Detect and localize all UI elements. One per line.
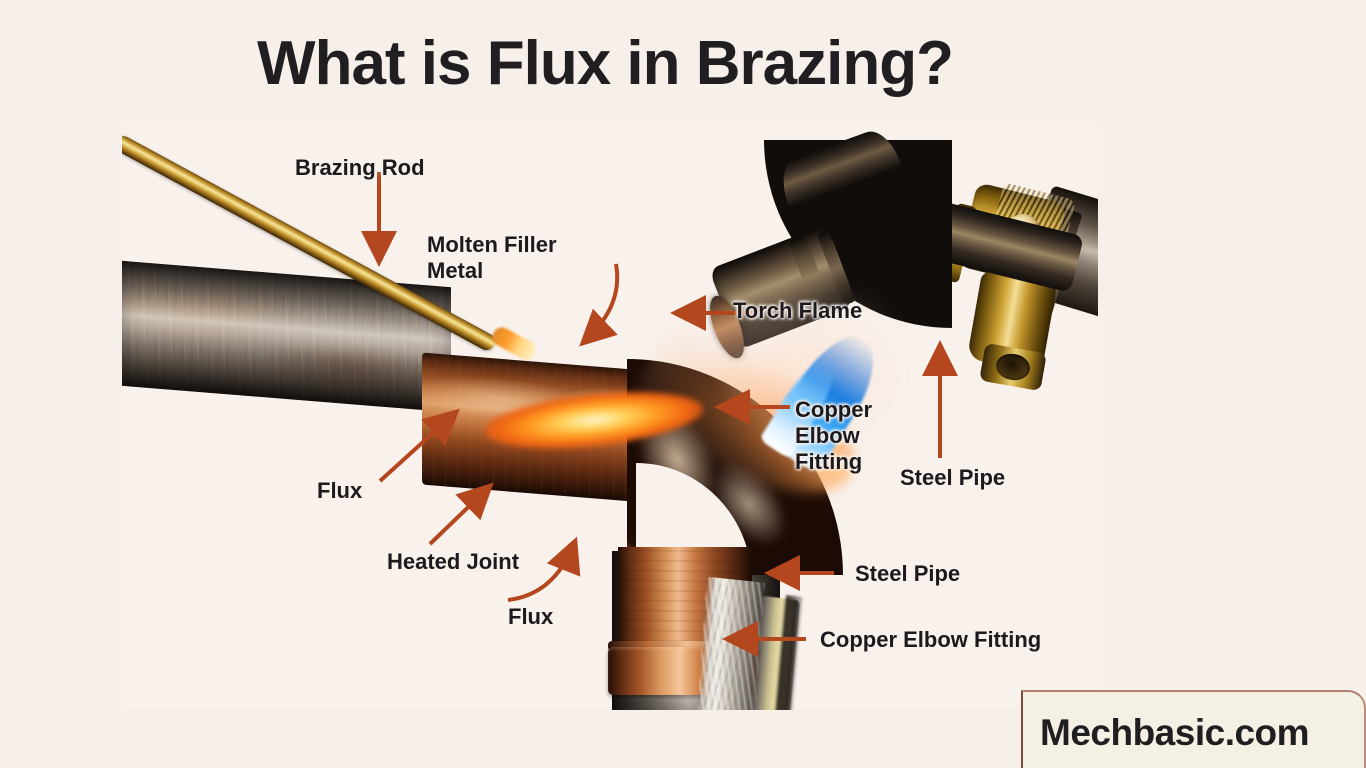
label-molten-filler-metal: Molten Filler Metal <box>427 232 557 283</box>
label-brazing-rod: Brazing Rod <box>295 155 425 180</box>
label-flux-lower: Flux <box>508 604 554 629</box>
label-copper-elbow-bottom: Copper Elbow Fitting <box>820 627 1042 652</box>
label-steel-pipe-top: Steel Pipe <box>900 465 1006 490</box>
label-torch-flame: Torch Flame <box>733 298 863 323</box>
brazing-torch <box>592 126 1098 546</box>
label-copper-elbow-fitting: Copper Elbow Fitting <box>795 397 872 474</box>
watermark-text: Mechbasic.com <box>1040 712 1310 753</box>
label-flux-upper: Flux <box>317 478 363 503</box>
watermark-box <box>1021 690 1366 768</box>
brazing-illustration <box>122 126 1098 710</box>
label-steel-pipe-bottom: Steel Pipe <box>855 561 961 586</box>
steel-pipe-horizontal <box>122 260 451 413</box>
page-title: What is Flux in Brazing? <box>257 29 954 98</box>
elbow-collar-lip <box>608 641 764 651</box>
label-heated-joint: Heated Joint <box>387 549 520 574</box>
